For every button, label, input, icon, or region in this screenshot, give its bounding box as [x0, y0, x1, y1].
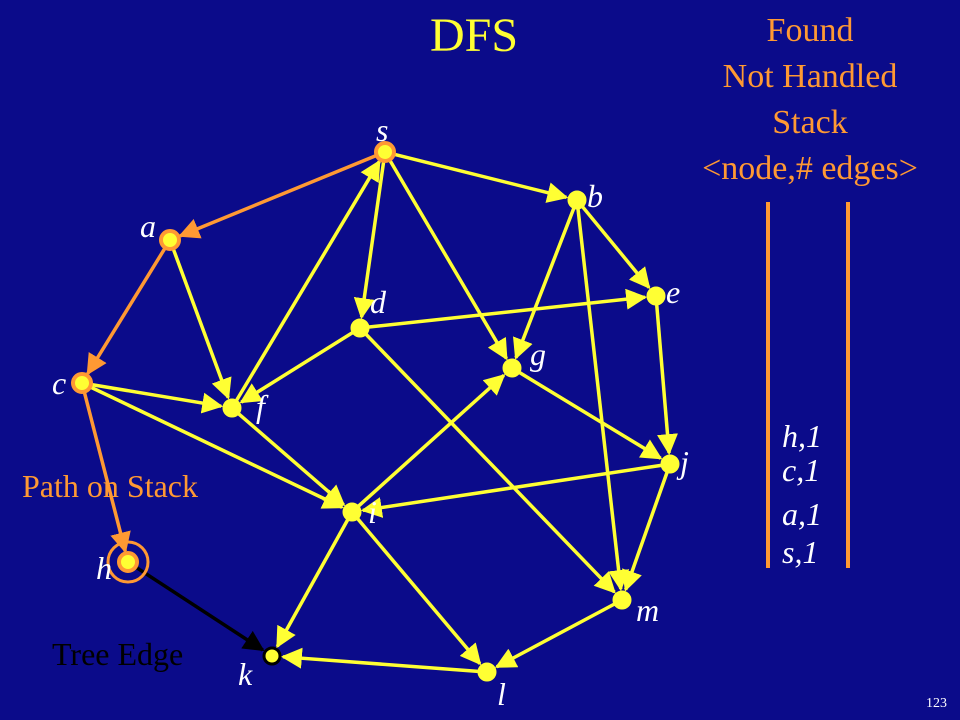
node-s — [374, 141, 396, 163]
edge-i-k — [275, 519, 350, 649]
node-d — [350, 318, 370, 338]
tree-edge-label: Tree Edge — [52, 636, 184, 672]
stack-entry: a,1 — [782, 496, 822, 532]
node-g — [502, 358, 522, 378]
node-label-b: b — [587, 178, 603, 214]
node-b — [567, 190, 587, 210]
node-i — [342, 502, 362, 522]
edge-m-l — [494, 602, 615, 669]
node-label-s: s — [376, 112, 389, 148]
stack-entry: s,1 — [782, 534, 819, 570]
edge-b-g — [512, 207, 576, 360]
legend-stack: Stack — [772, 104, 848, 141]
node-label-i: i — [368, 494, 377, 530]
edge-i-g — [357, 373, 506, 508]
node-j — [660, 454, 680, 474]
edge-d-m — [364, 333, 616, 594]
edge-i-l — [356, 517, 482, 666]
stack-entry: c,1 — [782, 452, 821, 488]
edge-a-f — [171, 247, 232, 400]
page-number: 123 — [926, 696, 947, 711]
edge-s-b — [393, 152, 569, 203]
edge-e-j — [655, 304, 678, 456]
path-edge-s-a — [178, 153, 378, 239]
node-label-e: e — [666, 274, 681, 310]
edge-b-e — [581, 205, 651, 290]
tree-edge-h-k — [134, 565, 265, 652]
node-m — [612, 590, 632, 610]
path-on-stack-label: Path on Stack — [22, 468, 198, 504]
edge-j-m — [622, 471, 669, 592]
current-node-ring — [106, 540, 150, 584]
edge-l-k — [280, 647, 479, 674]
node-h — [117, 551, 139, 573]
edge-b-m — [576, 208, 630, 592]
edge-f-i — [237, 412, 346, 507]
edge-g-j — [518, 371, 663, 460]
edge-c-f — [90, 382, 224, 414]
edges — [82, 152, 678, 674]
node-label-l: l — [497, 676, 506, 712]
node-l — [477, 662, 497, 682]
node-label-d: d — [370, 284, 386, 320]
edge-s-d — [353, 160, 386, 320]
nodes — [71, 141, 680, 682]
edge-d-f — [239, 331, 354, 404]
node-e — [646, 286, 666, 306]
path-edge-c-h — [82, 391, 131, 554]
stack-bars — [766, 202, 850, 568]
node-label-f: f — [256, 388, 265, 424]
stack-entry: h,1 — [782, 418, 822, 454]
legend-found: Found — [766, 12, 854, 49]
node-label-c: c — [52, 365, 67, 401]
node-label-g: g — [530, 336, 546, 372]
slide-title: DFS — [430, 9, 519, 62]
legend-node-edges: <node,# edges> — [702, 150, 918, 187]
node-label-m: m — [636, 592, 660, 628]
edge-c-i — [89, 385, 344, 509]
node-f — [222, 398, 242, 418]
path-edge-a-c — [86, 246, 167, 376]
node-label-j: j — [680, 444, 689, 480]
node-label-a: a — [140, 208, 156, 244]
edge-f-s — [235, 159, 381, 402]
node-c — [71, 372, 93, 394]
legend-not-handled: Not Handled — [722, 58, 898, 95]
node-k — [262, 646, 282, 666]
node-label-k: k — [238, 656, 253, 692]
edge-j-i — [360, 463, 662, 518]
node-a — [159, 229, 181, 251]
edge-d-e — [368, 288, 648, 329]
edge-s-g — [388, 158, 508, 361]
node-label-h: h — [96, 550, 112, 586]
